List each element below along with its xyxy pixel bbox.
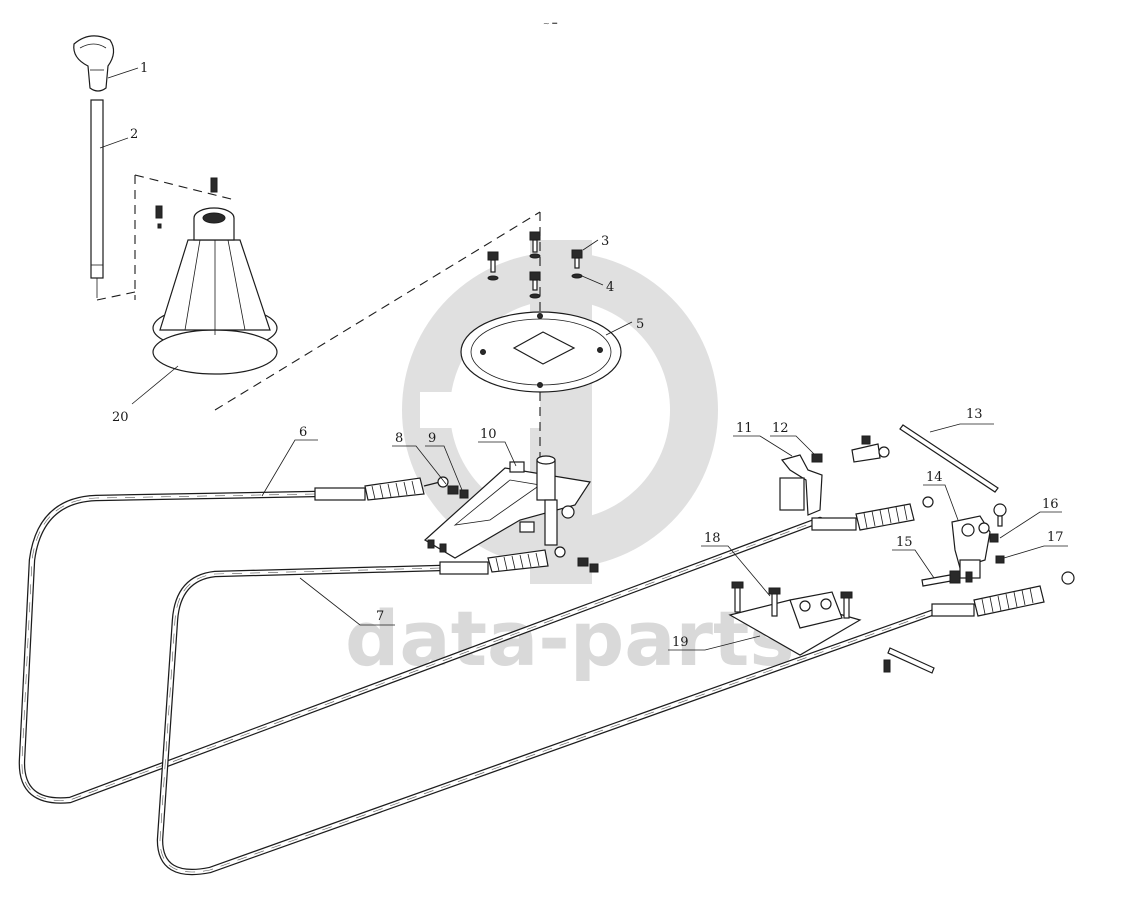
callout-6: 6 xyxy=(299,425,307,440)
callout-11: 11 xyxy=(736,421,753,436)
shift-rod xyxy=(90,99,104,298)
callout-labels: 1 2 3 4 5 6 7 8 9 10 11 12 13 14 15 16 1… xyxy=(112,61,1064,650)
callout-10: 10 xyxy=(480,427,497,442)
callout-8: 8 xyxy=(395,431,403,446)
callout-9: 9 xyxy=(428,431,436,446)
bolts-and-washers xyxy=(487,231,583,299)
callout-16: 16 xyxy=(1042,497,1059,512)
callout-2: 2 xyxy=(130,127,138,142)
lower-bracket xyxy=(728,581,935,674)
cable-end-fittings xyxy=(314,476,1075,617)
shift-knob xyxy=(73,35,115,92)
shifter-nuts xyxy=(447,485,599,573)
ball-joint-12 xyxy=(811,435,890,463)
bolt-15 xyxy=(921,570,961,587)
selector-block xyxy=(951,515,991,583)
gaiter-housing xyxy=(152,177,278,375)
callout-3: 3 xyxy=(601,234,609,249)
shifter-assembly xyxy=(423,455,592,559)
leader-lines xyxy=(99,67,1068,651)
callout-18: 18 xyxy=(704,531,721,546)
callout-15: 15 xyxy=(896,535,913,550)
header-mark: ~ ━ xyxy=(543,19,557,28)
callout-17: 17 xyxy=(1047,530,1064,545)
callout-1: 1 xyxy=(140,61,148,76)
callout-20: 20 xyxy=(112,410,129,425)
callout-12: 12 xyxy=(772,421,789,436)
callout-5: 5 xyxy=(636,317,644,332)
mounting-plate xyxy=(460,311,622,393)
shift-cables xyxy=(18,490,944,876)
callout-14: 14 xyxy=(926,470,943,485)
callout-13: 13 xyxy=(966,407,983,422)
fittings-16-17 xyxy=(989,533,1005,564)
callout-7: 7 xyxy=(376,609,384,624)
bracket-11 xyxy=(779,454,823,516)
callout-4: 4 xyxy=(606,280,614,295)
callout-19: 19 xyxy=(672,635,689,650)
linkage-rod xyxy=(899,424,1007,527)
